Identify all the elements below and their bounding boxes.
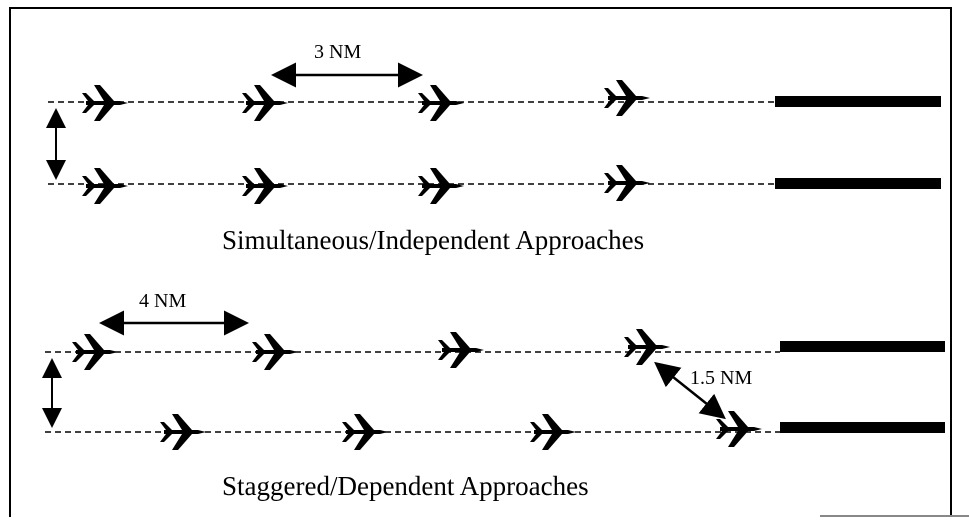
airplane-icon (624, 329, 670, 365)
runway-bar (775, 178, 941, 189)
double-arrow-icon (654, 361, 726, 420)
airplane-icon (242, 85, 288, 121)
airplane-icon (252, 334, 298, 370)
airplane-icon (418, 168, 464, 204)
airplane-icon (438, 332, 484, 368)
airplane-icon (72, 334, 118, 370)
airplane-icon (530, 414, 576, 450)
spacing-label: 4 NM (139, 290, 186, 312)
airplane-icon (418, 85, 464, 121)
simultaneous-diagram: 3 NM (46, 41, 941, 204)
airplane-icon (716, 411, 762, 447)
diagonal-label: 1.5 NM (690, 367, 752, 389)
caption-simultaneous: Simultaneous/Independent Approaches (222, 225, 645, 255)
runway-bar (780, 341, 945, 352)
airplane-icon (242, 168, 288, 204)
airplane-icon (604, 165, 650, 201)
caption-staggered: Staggered/Dependent Approaches (222, 471, 589, 501)
staggered-diagram: 4 NM 1.5 NM (42, 290, 945, 450)
runway-bar (775, 96, 941, 107)
airplane-icon (604, 80, 650, 116)
airplane-icon (342, 414, 388, 450)
spacing-label: 3 NM (314, 41, 361, 63)
airplane-icon (160, 414, 206, 450)
airplane-icon (82, 85, 128, 121)
runway-bar (780, 422, 945, 433)
airplane-icon (82, 168, 128, 204)
diagram-frame (9, 7, 952, 517)
